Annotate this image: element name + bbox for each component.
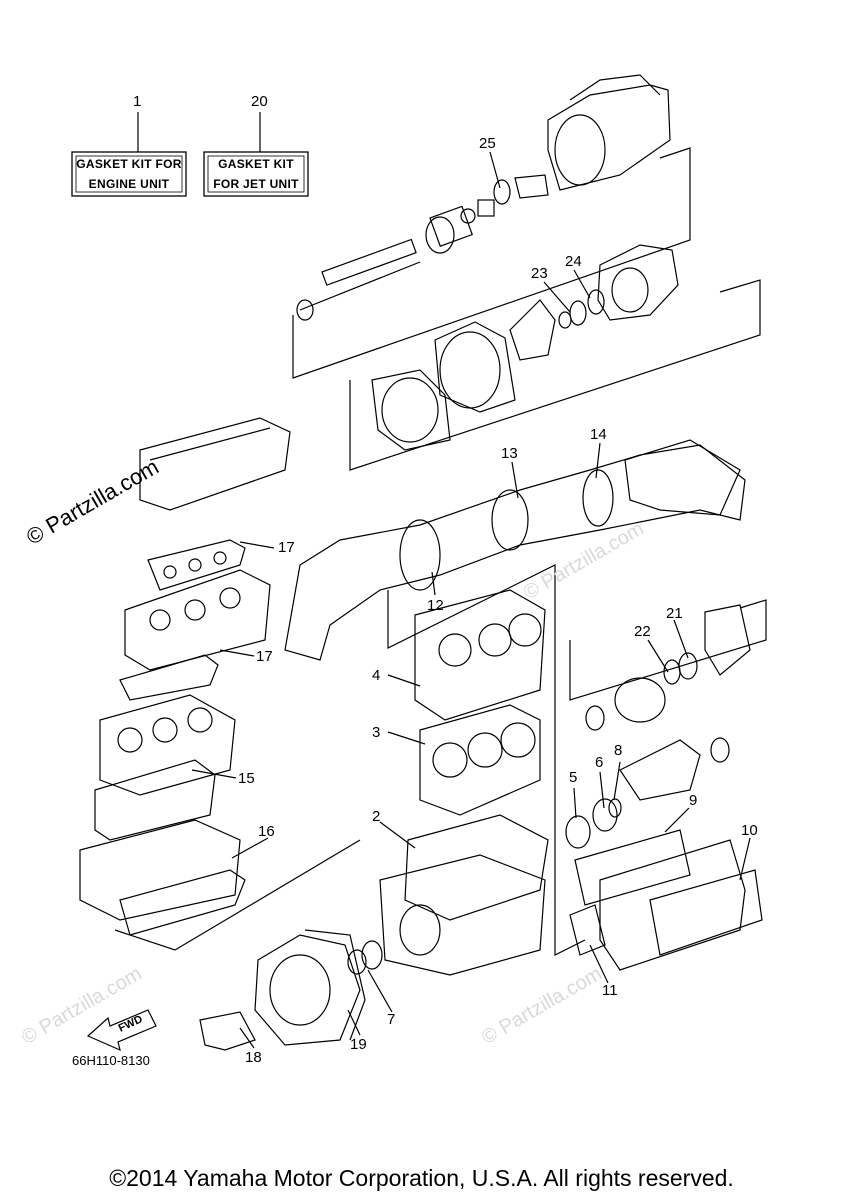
callout-12: 12	[427, 597, 444, 614]
jet-gasket-kit-box	[203, 151, 309, 197]
callout-18: 18	[245, 1049, 262, 1066]
exhaust-group	[284, 439, 746, 661]
callout-1: 1	[133, 93, 142, 110]
callout-16: 16	[258, 823, 275, 840]
callout-17-lower: 17	[256, 648, 273, 665]
callout-20: 20	[251, 93, 268, 110]
magneto-cover-group	[86, 929, 383, 1052]
callout-9: 9	[689, 792, 698, 809]
kit-line: GASKET KIT	[218, 157, 294, 171]
engine-gasket-kit-box	[71, 151, 187, 197]
callout-21: 21	[666, 605, 683, 622]
intake-manifold-group	[79, 417, 361, 951]
callout-14: 14	[590, 426, 607, 443]
callout-23: 23	[531, 265, 548, 282]
callout-13: 13	[501, 445, 518, 462]
engine-block-group	[379, 564, 586, 976]
callout-24: 24	[565, 253, 582, 270]
drive-shaft-group	[292, 74, 691, 379]
callout-7: 7	[387, 1011, 396, 1028]
copyright-notice: ©2014 Yamaha Motor Corporation, U.S.A. A…	[109, 1165, 734, 1191]
callout-2: 2	[372, 808, 381, 825]
callout-25: 25	[479, 135, 496, 152]
callout-17-upper: 17	[278, 539, 295, 556]
kit-line: GASKET KIT FOR	[76, 157, 182, 171]
callout-6: 6	[595, 754, 604, 771]
callout-8: 8	[614, 742, 623, 759]
diagram-part-number: 66H110-8130	[72, 1053, 150, 1068]
callout-4: 4	[372, 667, 381, 684]
kit-line: FOR JET UNIT	[213, 177, 299, 191]
callout-3: 3	[372, 724, 381, 741]
kit-label-jet: GASKET KIT FOR JET UNIT	[204, 154, 308, 194]
callout-15: 15	[238, 770, 255, 787]
impeller-group	[349, 244, 761, 471]
kit-label-engine: GASKET KIT FOR ENGINE UNIT	[72, 154, 186, 194]
callout-5: 5	[569, 769, 578, 786]
callout-19: 19	[350, 1036, 367, 1053]
callout-10: 10	[741, 822, 758, 839]
kit-line: ENGINE UNIT	[88, 177, 170, 191]
bearing-group	[565, 599, 767, 971]
callout-22: 22	[634, 623, 651, 640]
callout-11: 11	[602, 982, 618, 999]
